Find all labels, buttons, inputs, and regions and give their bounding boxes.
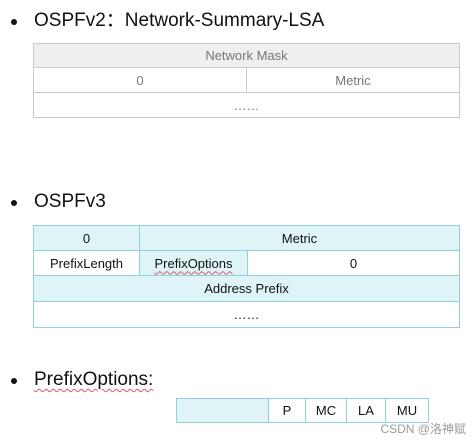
bit-cell-mu: MU [385,398,429,423]
watermark: CSDN @洛神赋 [380,422,466,436]
zero-field-cell: 0 [33,67,247,93]
prefix-options-label: PrefixOptions [154,255,233,271]
zero-field-cell: 0 [33,225,140,251]
continuation-cell: …… [33,92,460,118]
network-mask-cell: Network Mask [33,43,460,68]
bullet [11,378,17,384]
bullet [11,200,17,206]
address-prefix-cell: Address Prefix [33,275,460,302]
section-title-prefixoptions: PrefixOptions: [34,369,153,391]
bit-cell-reserved [176,398,269,423]
metric-cell: Metric [139,225,460,251]
section-title-ospfv2: OSPFv2：Network-Summary-LSA [34,10,325,31]
prefix-options-cell: PrefixOptions [139,250,248,276]
prefix-length-cell: PrefixLength [33,250,140,276]
bit-cell-la: LA [346,398,386,423]
continuation-cell: …… [33,301,460,328]
bit-cell-mc: MC [305,398,347,423]
zero-field-cell: 0 [247,250,460,276]
metric-cell: Metric [246,67,460,93]
bit-cell-p: P [268,398,306,423]
section-title-ospfv3: OSPFv3 [34,191,106,212]
prefixoptions-title-text: PrefixOptions: [34,369,154,390]
bullet [11,19,17,25]
